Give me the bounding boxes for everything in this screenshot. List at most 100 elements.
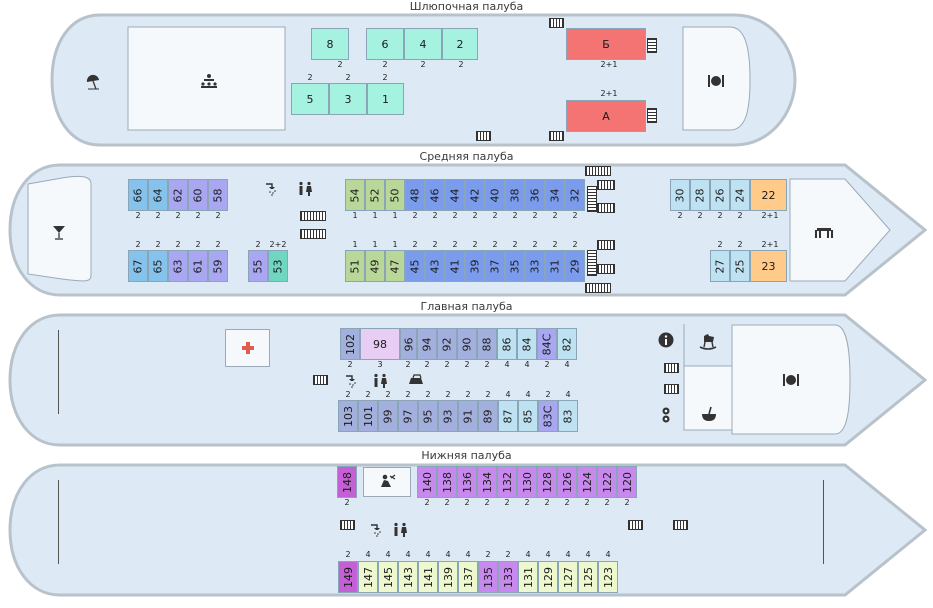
cabin-127[interactable]: 127	[558, 561, 578, 593]
cabin-61[interactable]: 61	[188, 250, 208, 282]
cabin-50[interactable]: 50	[385, 179, 405, 211]
cabin-60[interactable]: 60	[188, 179, 208, 211]
cabin-41[interactable]: 41	[445, 250, 465, 282]
cabin-85[interactable]: 85	[518, 400, 538, 432]
cabin-140[interactable]: 140	[417, 466, 437, 498]
cabin-122[interactable]: 122	[597, 466, 617, 498]
cabin-51[interactable]: 51	[345, 250, 365, 282]
cabin-147[interactable]: 147	[358, 561, 378, 593]
cabin-65[interactable]: 65	[148, 250, 168, 282]
cabin-46[interactable]: 46	[425, 179, 445, 211]
cabin-86[interactable]: 86	[497, 328, 517, 360]
cabin-141[interactable]: 141	[418, 561, 438, 593]
cabin-88[interactable]: 88	[477, 328, 497, 360]
cabin-24[interactable]: 24	[730, 179, 750, 211]
cabin-132[interactable]: 132	[497, 466, 517, 498]
cabin-47[interactable]: 47	[385, 250, 405, 282]
cabin-55[interactable]: 55	[248, 250, 268, 282]
cabin-137[interactable]: 137	[458, 561, 478, 593]
cabin-49[interactable]: 49	[365, 250, 385, 282]
cabin-95[interactable]: 95	[418, 400, 438, 432]
cabin-53[interactable]: 53	[268, 250, 288, 282]
cabin-37[interactable]: 37	[485, 250, 505, 282]
cabin-83[interactable]: 83	[558, 400, 578, 432]
cabin-23[interactable]: 23	[750, 250, 787, 282]
cabin-93[interactable]: 93	[438, 400, 458, 432]
cabin-36[interactable]: 36	[525, 179, 545, 211]
cabin-143[interactable]: 143	[398, 561, 418, 593]
cabin-44[interactable]: 44	[445, 179, 465, 211]
cabin-97[interactable]: 97	[398, 400, 418, 432]
cabin-125[interactable]: 125	[578, 561, 598, 593]
cabin-38[interactable]: 38	[505, 179, 525, 211]
cabin-35[interactable]: 35	[505, 250, 525, 282]
cabin-124[interactable]: 124	[577, 466, 597, 498]
cabin-92[interactable]: 92	[437, 328, 457, 360]
cabin-4[interactable]: 4	[404, 28, 442, 60]
cabin-84[interactable]: 84	[517, 328, 537, 360]
cabin-59[interactable]: 59	[208, 250, 228, 282]
cabin-91[interactable]: 91	[458, 400, 478, 432]
cabin-98[interactable]: 98	[360, 328, 400, 360]
cabin-96[interactable]: 96	[400, 328, 417, 360]
cabin-62[interactable]: 62	[168, 179, 188, 211]
cabin-32[interactable]: 32	[565, 179, 585, 211]
cabin-66[interactable]: 66	[128, 179, 148, 211]
cabin-103[interactable]: 103	[338, 400, 358, 432]
cabin-40[interactable]: 40	[485, 179, 505, 211]
cabin-42[interactable]: 42	[465, 179, 485, 211]
cabin-39[interactable]: 39	[465, 250, 485, 282]
cabin-87[interactable]: 87	[498, 400, 518, 432]
cabin-101[interactable]: 101	[358, 400, 378, 432]
cabin-145[interactable]: 145	[378, 561, 398, 593]
cabin-58[interactable]: 58	[208, 179, 228, 211]
cabin-52[interactable]: 52	[365, 179, 385, 211]
cabin-22[interactable]: 22	[750, 179, 787, 211]
cabin-64[interactable]: 64	[148, 179, 168, 211]
cabin-25[interactable]: 25	[730, 250, 750, 282]
cabin-А[interactable]: А	[566, 100, 646, 132]
cabin-8[interactable]: 8	[311, 28, 349, 60]
cabin-99[interactable]: 99	[378, 400, 398, 432]
cabin-3[interactable]: 3	[329, 83, 367, 115]
cabin-102[interactable]: 102	[340, 328, 360, 360]
cabin-26[interactable]: 26	[710, 179, 730, 211]
cabin-149[interactable]: 149	[338, 561, 358, 593]
cabin-83С[interactable]: 83С	[538, 400, 558, 432]
cabin-89[interactable]: 89	[478, 400, 498, 432]
cabin-54[interactable]: 54	[345, 179, 365, 211]
cabin-120[interactable]: 120	[617, 466, 637, 498]
cabin-6[interactable]: 6	[366, 28, 404, 60]
cabin-94[interactable]: 94	[417, 328, 437, 360]
cabin-129[interactable]: 129	[538, 561, 558, 593]
cabin-2[interactable]: 2	[442, 28, 478, 60]
cabin-138[interactable]: 138	[437, 466, 457, 498]
cabin-136[interactable]: 136	[457, 466, 477, 498]
cabin-5[interactable]: 5	[291, 83, 329, 115]
cabin-128[interactable]: 128	[537, 466, 557, 498]
cabin-45[interactable]: 45	[405, 250, 425, 282]
cabin-Б[interactable]: Б	[566, 28, 646, 60]
cabin-33[interactable]: 33	[525, 250, 545, 282]
cabin-34[interactable]: 34	[545, 179, 565, 211]
cabin-28[interactable]: 28	[690, 179, 710, 211]
cabin-1[interactable]: 1	[367, 83, 404, 115]
cabin-131[interactable]: 131	[518, 561, 538, 593]
cabin-134[interactable]: 134	[477, 466, 497, 498]
cabin-135[interactable]: 135	[478, 561, 498, 593]
cabin-82[interactable]: 82	[557, 328, 577, 360]
cabin-43[interactable]: 43	[425, 250, 445, 282]
cabin-84С[interactable]: 84С	[537, 328, 557, 360]
cabin-123[interactable]: 123	[598, 561, 618, 593]
cabin-29[interactable]: 29	[565, 250, 585, 282]
cabin-63[interactable]: 63	[168, 250, 188, 282]
cabin-148[interactable]: 148	[337, 466, 357, 498]
cabin-90[interactable]: 90	[457, 328, 477, 360]
cabin-139[interactable]: 139	[438, 561, 458, 593]
cabin-130[interactable]: 130	[517, 466, 537, 498]
cabin-133[interactable]: 133	[498, 561, 518, 593]
cabin-48[interactable]: 48	[405, 179, 425, 211]
cabin-31[interactable]: 31	[545, 250, 565, 282]
cabin-67[interactable]: 67	[128, 250, 148, 282]
cabin-30[interactable]: 30	[670, 179, 690, 211]
